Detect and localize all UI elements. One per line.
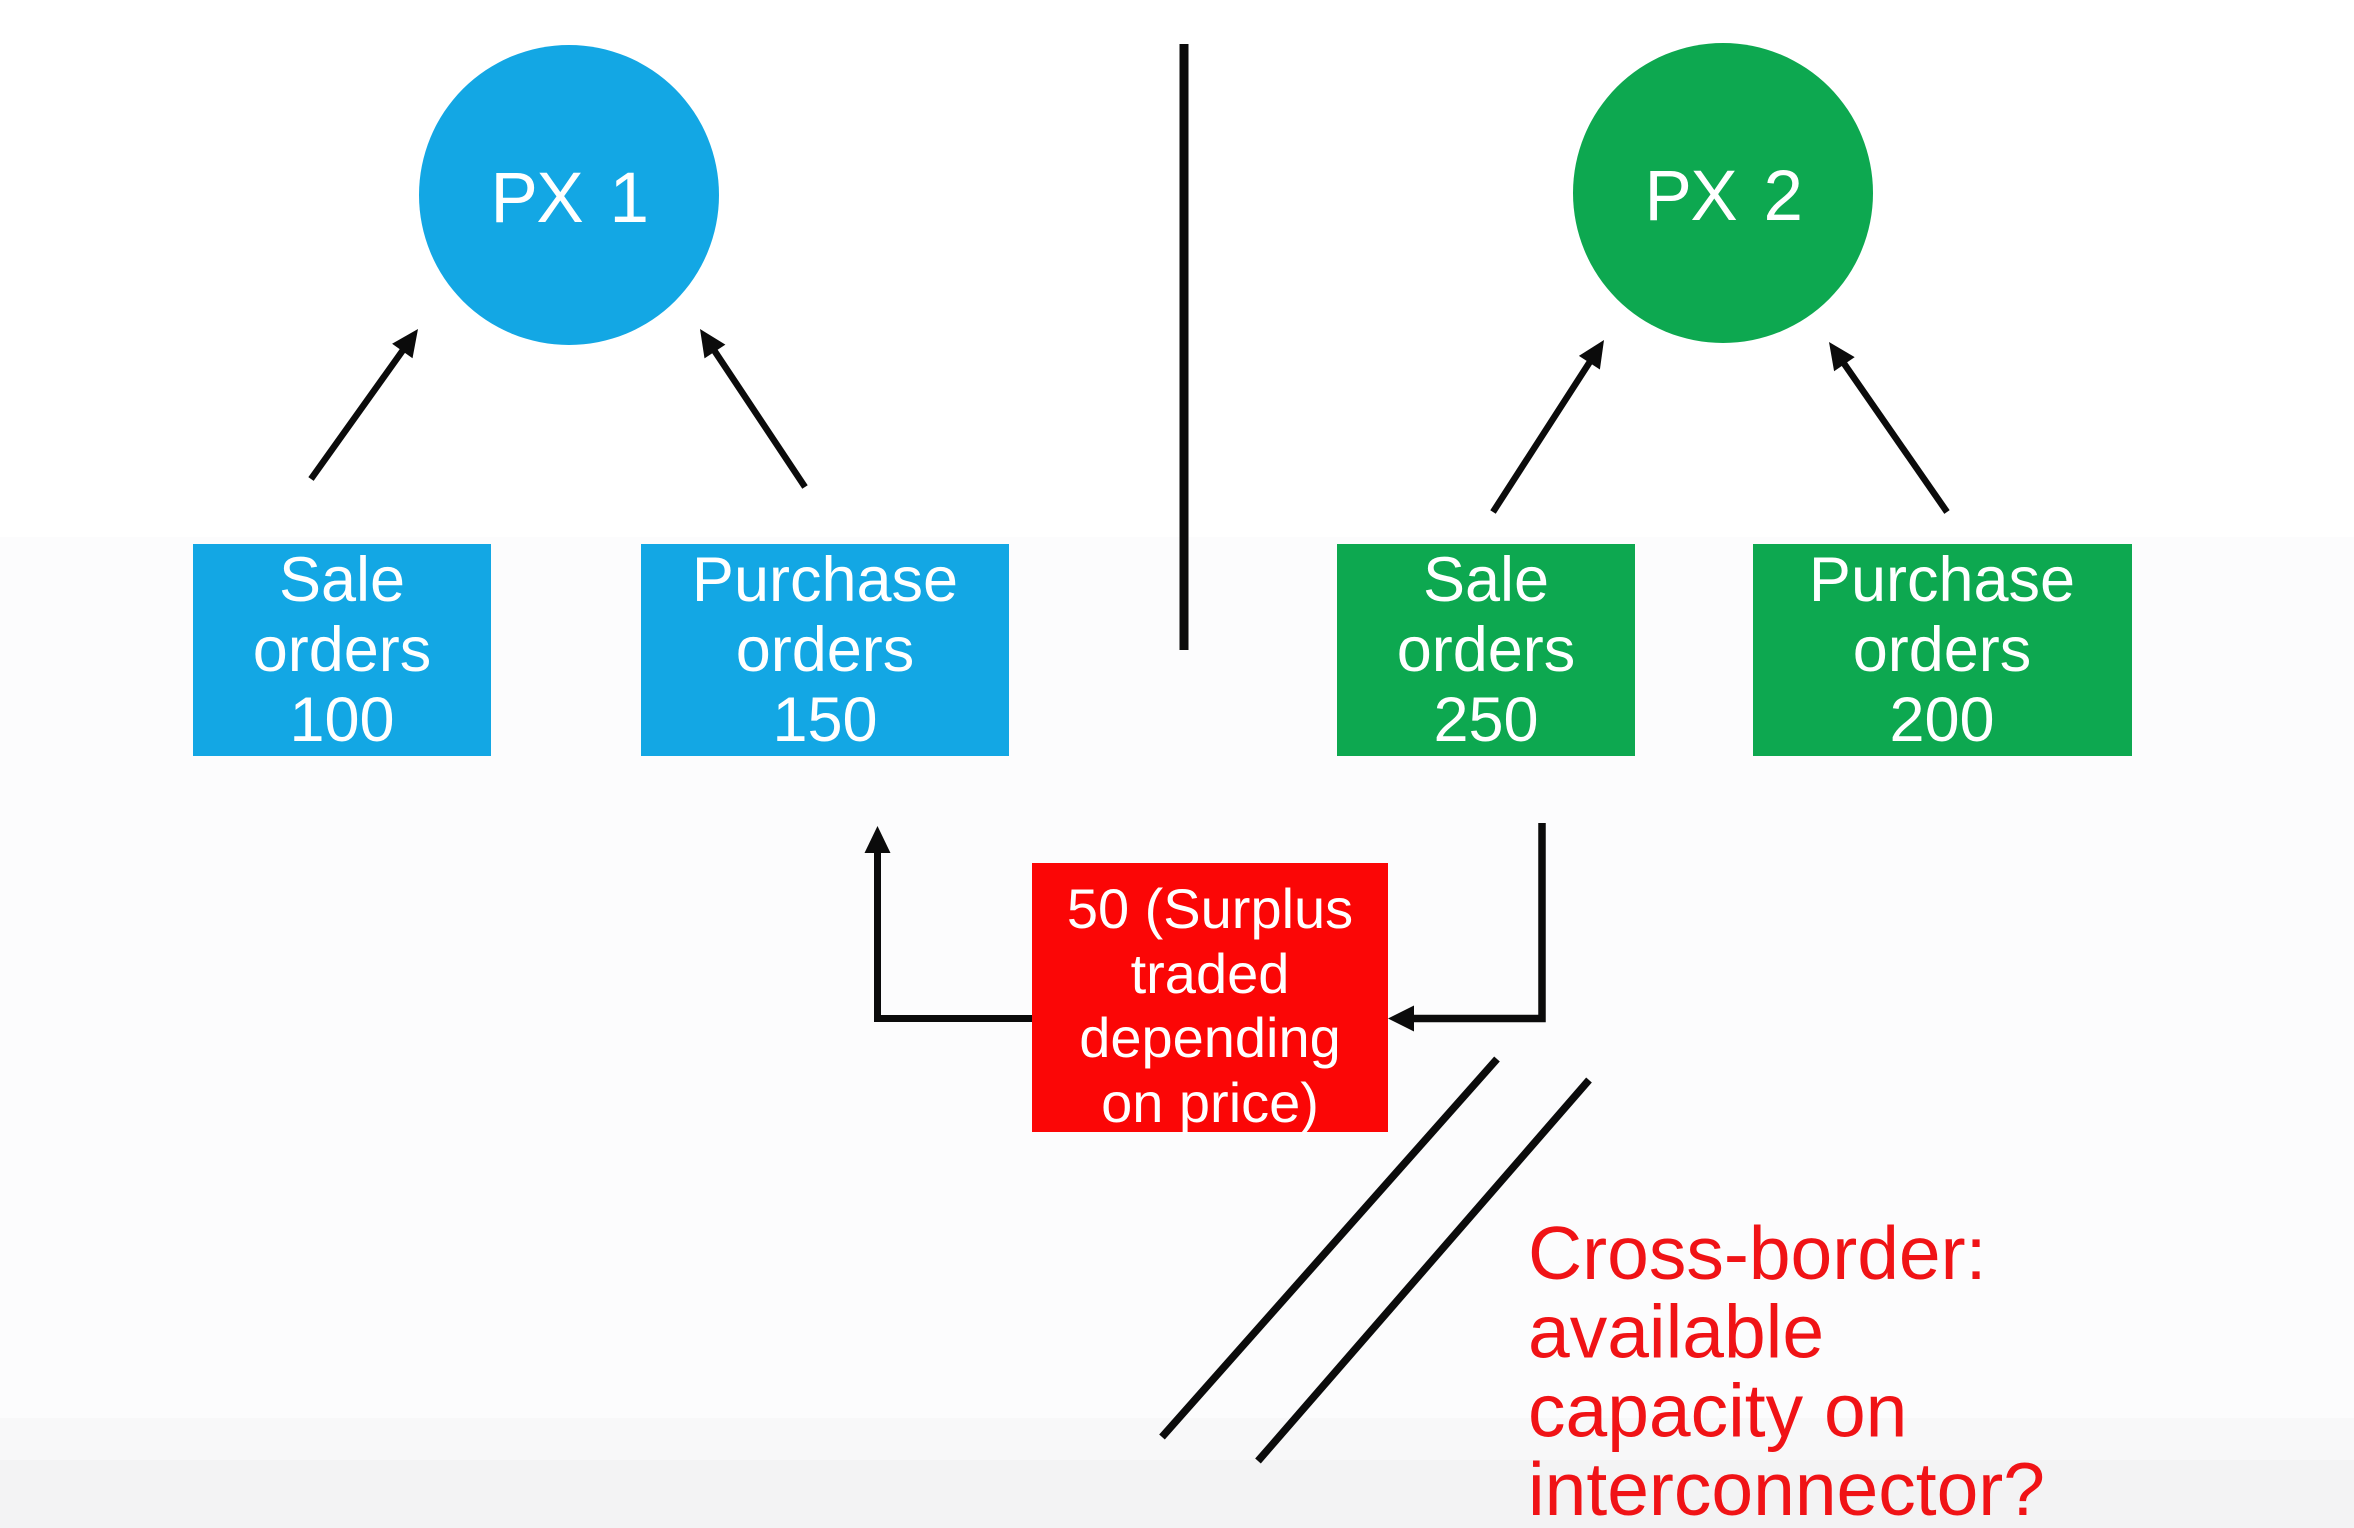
svg-text:interconnector?: interconnector? [1528,1447,2045,1528]
svg-text:150: 150 [772,685,877,755]
svg-text:250: 250 [1433,685,1538,755]
svg-text:traded: traded [1131,942,1290,1005]
svg-text:Cross-border:: Cross-border: [1528,1211,1986,1295]
svg-text:200: 200 [1889,685,1994,755]
svg-text:Purchase: Purchase [1809,545,2075,615]
svg-text:capacity on: capacity on [1528,1368,1907,1452]
svg-text:PX 1: PX 1 [491,159,648,238]
svg-text:Sale: Sale [1423,545,1549,615]
svg-text:Sale: Sale [279,545,405,615]
svg-text:PX 2: PX 2 [1645,157,1802,236]
svg-text:orders: orders [1853,615,2032,685]
svg-text:orders: orders [1397,615,1576,685]
svg-text:on price): on price) [1101,1071,1319,1134]
svg-text:orders: orders [736,615,915,685]
svg-text:50 (Surplus: 50 (Surplus [1067,877,1353,940]
svg-text:100: 100 [289,685,394,755]
svg-text:orders: orders [253,615,432,685]
svg-text:Purchase: Purchase [692,545,958,615]
svg-text:depending: depending [1079,1006,1341,1069]
svg-text:available: available [1528,1290,1824,1374]
